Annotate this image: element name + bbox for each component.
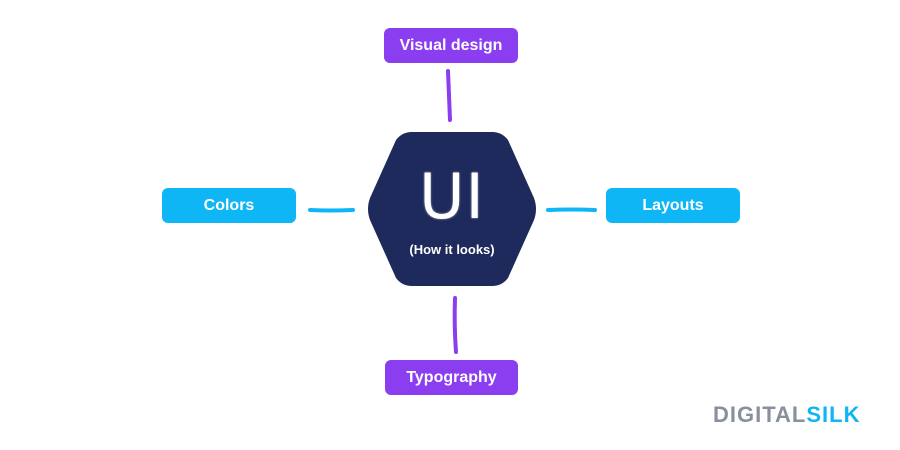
brand-logo-part2: SILK (806, 402, 861, 427)
center-subtitle: (How it looks) (409, 242, 495, 257)
node-visual-design: Visual design (384, 28, 518, 63)
center-title: UI (419, 160, 485, 233)
center-hexagon: UI (How it looks) (364, 128, 540, 290)
connector-left (308, 208, 355, 213)
node-layouts: Layouts (606, 188, 740, 223)
connector-bottom (452, 296, 458, 354)
brand-logo: DIGITALSILK (713, 402, 860, 428)
hexagon-shape (368, 132, 536, 286)
node-typography: Typography (385, 360, 518, 395)
brand-logo-part1: DIGITAL (713, 402, 807, 427)
connector-right (546, 207, 597, 212)
connector-top (446, 69, 452, 122)
node-colors: Colors (162, 188, 296, 223)
